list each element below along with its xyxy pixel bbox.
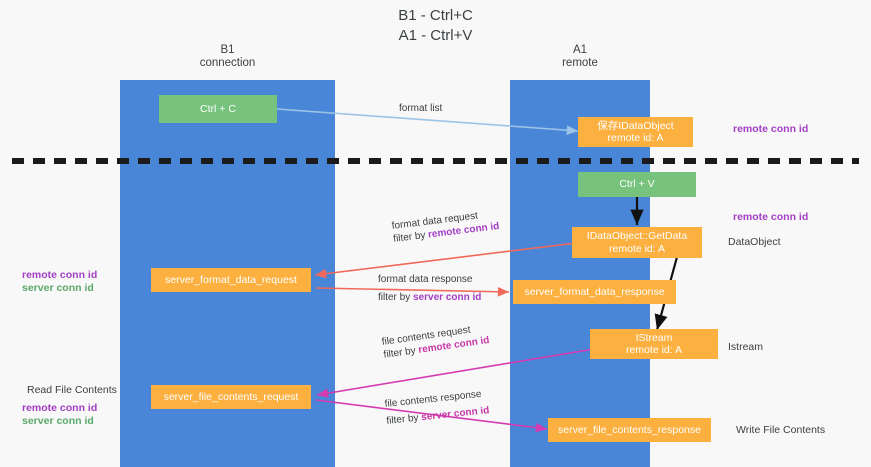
node-getdata-line1: IDataObject::GetData xyxy=(586,230,688,242)
right-label-remote-conn-id-top: remote conn id xyxy=(733,123,808,136)
edge-label-file-contents-request-filter: filter by xyxy=(382,344,420,361)
node-ctrl-c-label: Ctrl + C xyxy=(200,102,236,115)
node-ctrl-v[interactable]: Ctrl + V xyxy=(578,172,696,197)
node-istream-line1: IStream xyxy=(635,331,673,344)
lane-header-a1-role: remote xyxy=(562,57,598,69)
node-idataobject-line1: 保存IDataObject xyxy=(597,119,674,132)
node-server-format-data-request[interactable]: server_format_data_request xyxy=(151,268,311,292)
node-ctrl-c[interactable]: Ctrl + C xyxy=(159,95,277,123)
left-label-read-file-contents: Read File Contents xyxy=(27,384,117,397)
right-label-remote-conn-id-mid: remote conn id xyxy=(733,211,808,224)
node-server-file-contents-request[interactable]: server_file_contents_request xyxy=(151,385,311,409)
edge-label-format-data-response-key: server conn id xyxy=(413,292,482,303)
edge-label-format-list: format list xyxy=(399,102,442,115)
node-server-format-data-response[interactable]: server_format_data_response xyxy=(513,280,676,304)
edge-label-format-data-response-filter: filter by xyxy=(378,292,414,303)
title-line-1: B1 - Ctrl+C xyxy=(398,7,473,24)
lane-header-a1: A1 remote xyxy=(510,44,650,70)
node-server-file-contents-response-label: server_file_contents_response xyxy=(557,423,701,436)
edge-label-format-data-response-text: format data response xyxy=(378,274,473,285)
node-istream-line2: remote id: A xyxy=(625,344,683,356)
node-istream[interactable]: IStream remote id: A xyxy=(590,329,718,359)
edge-label-file-contents-request: file contents request filter by remote c… xyxy=(381,321,490,362)
edge-label-format-data-request-filter: filter by xyxy=(392,229,429,245)
edge-label-file-contents-response: file contents response filter by server … xyxy=(384,387,490,428)
right-label-istream-text: Istream xyxy=(728,341,764,353)
edge-label-file-contents-response-filter: filter by xyxy=(385,412,422,427)
edge-label-file-contents-response-key: server conn id xyxy=(420,405,490,424)
right-label-write-file-contents: Write File Contents xyxy=(736,424,825,437)
left-label-remote-conn-id-mid: remote conn id xyxy=(22,269,98,281)
edge-label-format-data-request: format data request filter by remote con… xyxy=(391,207,500,246)
left-label-server-conn-id-bottom: server conn id xyxy=(22,415,94,427)
diagram-title: B1 - Ctrl+C A1 - Ctrl+V xyxy=(0,6,871,46)
node-server-file-contents-request-label: server_file_contents_request xyxy=(163,390,299,403)
node-getdata-line2: remote id: A xyxy=(608,242,666,255)
left-label-read-file-contents-text: Read File Contents xyxy=(27,384,117,396)
node-idataobject-line2: remote id: A xyxy=(607,132,664,144)
node-server-format-data-request-label: server_format_data_request xyxy=(165,273,297,286)
title-line-2: A1 - Ctrl+V xyxy=(398,27,473,44)
left-label-conn-ids-bottom: remote conn id server conn id xyxy=(22,402,97,428)
edge-label-format-data-response: format data response filter by server co… xyxy=(378,273,481,304)
lane-header-a1-name: A1 xyxy=(572,44,588,56)
left-label-conn-ids-mid: remote conn id server conn id xyxy=(22,269,97,295)
lane-header-b1-name: B1 xyxy=(220,44,235,56)
node-getdata[interactable]: IDataObject::GetData remote id: A xyxy=(572,227,702,258)
right-label-write-file-contents-text: Write File Contents xyxy=(736,424,826,436)
right-label-remote-conn-id-mid-text: remote conn id xyxy=(733,211,809,223)
right-label-istream: Istream xyxy=(728,341,763,354)
node-server-file-contents-response[interactable]: server_file_contents_response xyxy=(548,418,711,442)
right-label-dataobject: DataObject xyxy=(728,236,781,249)
lane-header-b1-role: connection xyxy=(199,57,256,69)
lane-header-b1: B1 connection xyxy=(120,44,335,70)
node-ctrl-v-label: Ctrl + V xyxy=(619,178,655,191)
node-idataobject[interactable]: 保存IDataObject remote id: A xyxy=(578,117,693,147)
left-label-remote-conn-id-bottom: remote conn id xyxy=(22,402,98,414)
left-label-server-conn-id-mid: server conn id xyxy=(22,282,94,294)
node-server-format-data-response-label: server_format_data_response xyxy=(524,285,665,298)
edge-label-format-list-text: format list xyxy=(399,103,443,114)
right-label-remote-conn-id-top-text: remote conn id xyxy=(733,123,809,135)
right-label-dataobject-text: DataObject xyxy=(728,236,781,248)
